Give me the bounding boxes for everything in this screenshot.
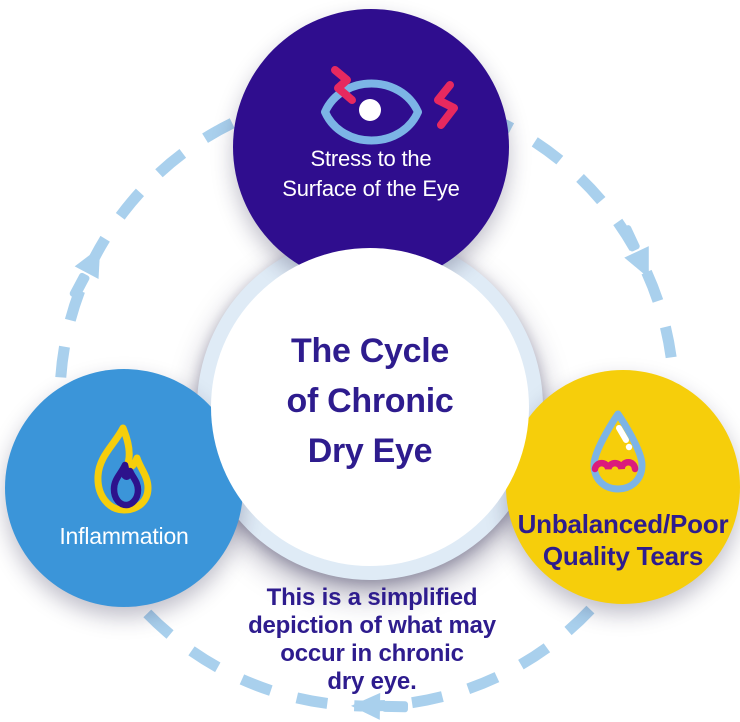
diagram-title-line3: Dry Eye xyxy=(307,432,433,470)
arrow-head xyxy=(351,692,381,720)
teardrop-icon xyxy=(590,410,646,493)
eye-pupil xyxy=(359,99,381,121)
node-inflammation: Inflammation xyxy=(5,369,243,607)
center-circle: The Cycle of Chronic Dry Eye xyxy=(211,248,529,566)
node-tears-label-line1: Unbalanced/Poor xyxy=(517,509,729,539)
node-stress-label-line2: Surface of the Eye xyxy=(282,176,460,201)
cycle-arrow-right-icon xyxy=(620,225,649,279)
caption-line2: depiction of what may xyxy=(248,612,496,639)
teardrop-outline xyxy=(590,410,646,493)
caption-line3: occur in chronic xyxy=(280,640,464,667)
arrow-head xyxy=(74,247,101,279)
stress-bolt-left xyxy=(331,66,356,104)
diagram-title-line1: The Cycle xyxy=(291,332,449,370)
diagram-title: The Cycle of Chronic Dry Eye xyxy=(211,326,529,476)
flame-inner-outline xyxy=(110,461,142,509)
stressed-eye-icon xyxy=(321,66,458,145)
node-inflammation-label-line1: Inflammation xyxy=(59,523,189,549)
teardrop-highlight-dot xyxy=(625,443,633,451)
arrow-tail xyxy=(69,272,90,299)
cycle-arrow-left-icon xyxy=(69,247,101,299)
flame-icon xyxy=(94,424,152,514)
cycle-arrow-bottom-icon xyxy=(351,692,409,720)
teardrop-highlight-dash xyxy=(616,425,629,443)
node-stress-to-eye-surface: Stress to the Surface of the Eye xyxy=(233,9,509,285)
node-stress-label: Stress to the Surface of the Eye xyxy=(233,144,509,204)
teardrop-wave xyxy=(591,459,639,473)
arrow-tail xyxy=(381,700,409,713)
arrow-tail xyxy=(620,225,640,252)
caption-line4: dry eye. xyxy=(327,668,417,695)
node-unbalanced-tears: Unbalanced/Poor Quality Tears xyxy=(506,370,740,604)
diagram-caption: This is a simplified depiction of what m… xyxy=(172,584,572,696)
arrow-head xyxy=(624,246,649,279)
node-inflammation-label: Inflammation xyxy=(5,521,243,551)
eye-outline xyxy=(321,79,422,145)
node-stress-label-line1: Stress to the xyxy=(310,146,432,171)
stress-bolt-right xyxy=(434,81,458,129)
caption-line1: This is a simplified xyxy=(266,584,478,611)
node-tears-label: Unbalanced/Poor Quality Tears xyxy=(506,508,740,572)
node-tears-label-line2: Quality Tears xyxy=(542,541,704,571)
diagram-title-line2: of Chronic xyxy=(286,382,454,420)
